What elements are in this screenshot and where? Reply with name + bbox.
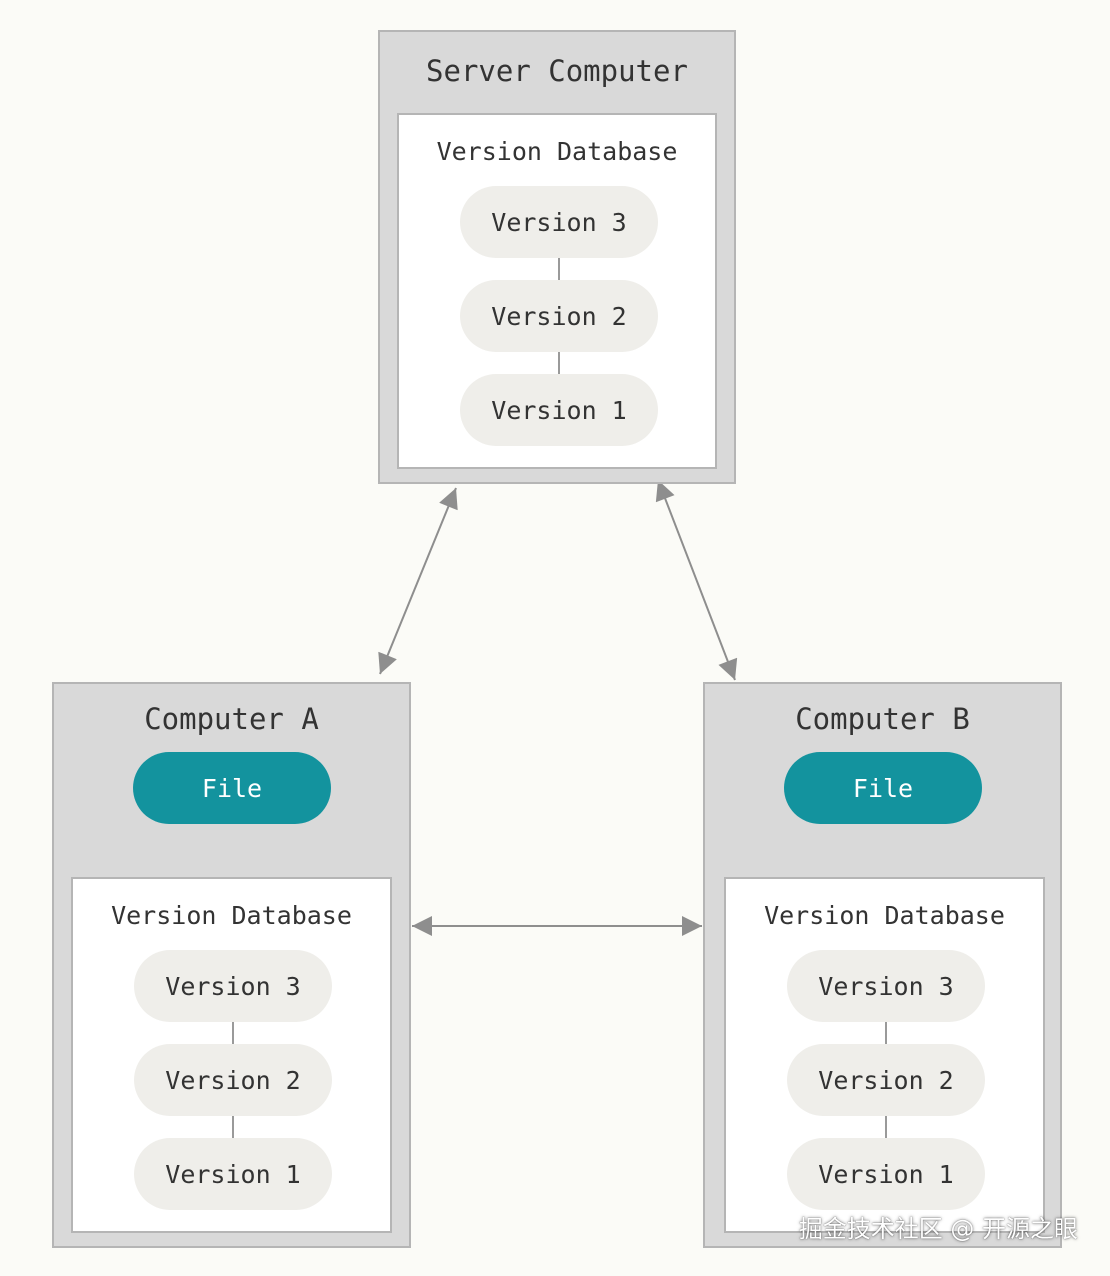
version-link [885,1022,887,1044]
server-computer: Server Computer Version Database Version… [378,30,736,484]
version-link [558,352,560,374]
version-link [232,1022,234,1044]
computer-a-title: Computer A [144,702,319,736]
version-database-title: Version Database [436,137,678,166]
computer-a: Computer A File Version Database Version… [52,682,411,1248]
version-2-pill: Version 2 [787,1044,985,1116]
computer-a-file: File [133,752,331,824]
version-2-pill: Version 2 [134,1044,332,1116]
computer-b-title: Computer B [795,702,970,736]
version-link [232,1116,234,1138]
version-3-pill: Version 3 [134,950,332,1022]
server-computer-title: Server Computer [426,54,688,88]
arrow-server-computer-b [655,479,738,681]
version-3-pill: Version 3 [787,950,985,1022]
version-database-title: Version Database [764,901,1005,930]
computer-b-version-database: Version Database Version 3 Version 2 Ver… [724,877,1045,1233]
computer-b: Computer B File Version Database Version… [703,682,1062,1248]
version-1-pill: Version 1 [134,1138,332,1210]
version-3-pill: Version 3 [460,186,658,258]
version-2-pill: Version 2 [460,280,658,352]
computer-a-version-database: Version Database Version 3 Version 2 Ver… [71,877,392,1233]
server-version-database: Version Database Version 3 Version 2 Ver… [397,113,717,469]
version-1-pill: Version 1 [460,374,658,446]
version-1-pill: Version 1 [787,1138,985,1210]
watermark-text: 掘金技术社区 @ 开源之眼 [798,1215,1078,1243]
version-link [558,258,560,280]
computer-b-file: File [784,752,982,824]
version-link [885,1116,887,1138]
arrow-server-computer-a [378,487,458,675]
version-database-title: Version Database [111,901,352,930]
